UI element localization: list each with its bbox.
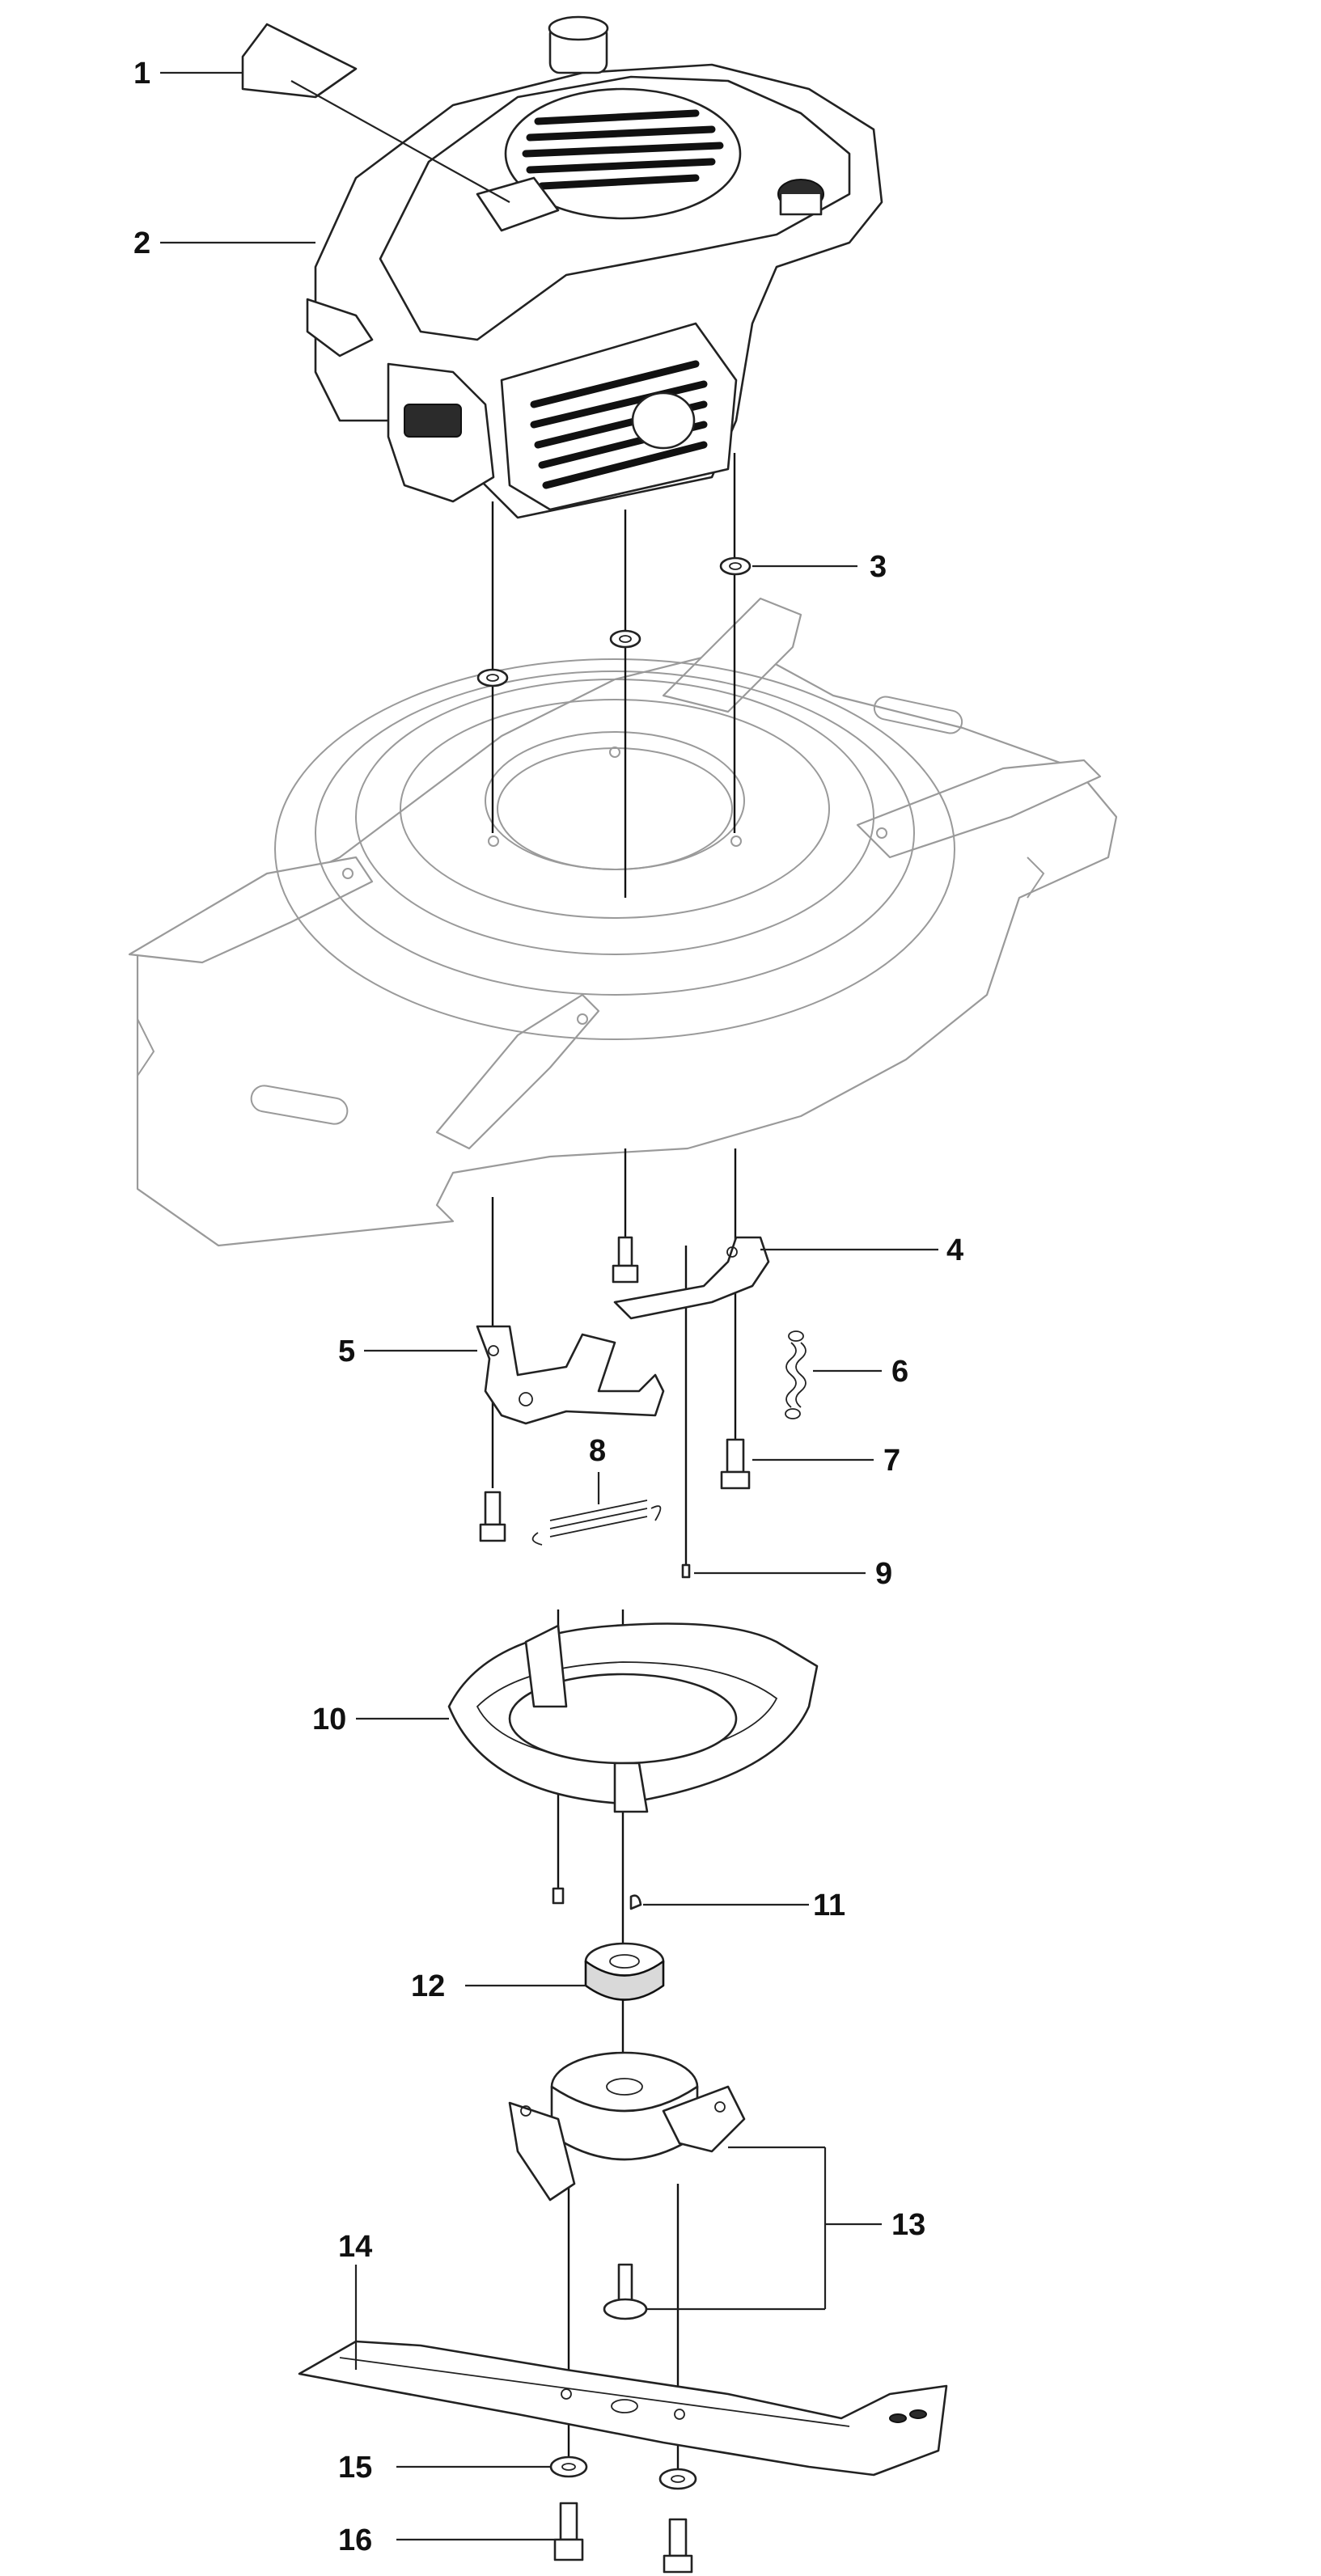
cutting-blade xyxy=(298,2340,948,2477)
callout-4: 4 xyxy=(946,1233,963,1267)
callout-6: 6 xyxy=(891,1355,908,1389)
callout-11: 11 xyxy=(813,1889,845,1922)
bolt-lower-left xyxy=(479,1491,506,1542)
bolt-7 xyxy=(720,1438,751,1490)
washer-15-group xyxy=(549,2455,697,2490)
leader-lines xyxy=(160,71,938,2541)
callout-3: 3 xyxy=(870,550,887,584)
callout-8: 8 xyxy=(589,1434,606,1468)
blade-housing xyxy=(447,1622,819,1813)
callout-12: 12 xyxy=(411,1969,445,2003)
engine-top-grill xyxy=(504,87,742,220)
bolt xyxy=(553,2502,584,2561)
spring-long xyxy=(531,1499,662,1546)
washer xyxy=(549,2455,588,2478)
screw-9 xyxy=(681,1563,691,1579)
callout-labels: 1 2 3 4 5 6 7 8 9 10 11 12 13 14 15 16 xyxy=(133,57,963,2557)
washer xyxy=(658,2468,697,2490)
callout-5: 5 xyxy=(338,1335,355,1368)
washer xyxy=(719,556,752,576)
screw-lower xyxy=(552,1887,565,1905)
washer xyxy=(476,668,509,687)
engine-muffler-grill xyxy=(500,322,738,511)
washer-3-group xyxy=(476,556,752,687)
callout-9: 9 xyxy=(875,1557,892,1591)
callout-2: 2 xyxy=(133,226,150,260)
brake-clutch-assembly xyxy=(508,2051,746,2320)
callout-7: 7 xyxy=(883,1444,900,1478)
callout-13: 13 xyxy=(891,2208,925,2242)
callout-15: 15 xyxy=(338,2451,372,2485)
callout-16: 16 xyxy=(338,2523,372,2557)
key-11 xyxy=(629,1894,642,1910)
callout-14: 14 xyxy=(338,2230,372,2264)
bolt-16-group xyxy=(553,2502,693,2574)
bolt xyxy=(612,1236,639,1284)
callout-1: 1 xyxy=(133,57,150,91)
decal-part xyxy=(241,23,358,99)
mower-deck xyxy=(128,597,1118,1247)
bracket-left xyxy=(476,1325,665,1425)
engine xyxy=(306,15,883,519)
blade-adapter xyxy=(584,1942,665,2001)
spring-short xyxy=(785,1330,807,1419)
bolt xyxy=(663,2518,693,2574)
callout-10: 10 xyxy=(312,1703,346,1736)
washer xyxy=(609,629,641,649)
